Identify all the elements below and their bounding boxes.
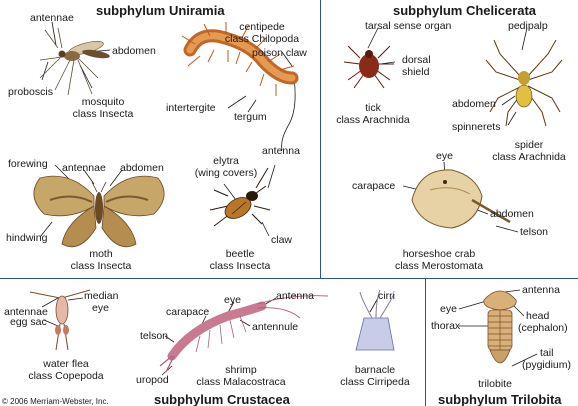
label-hindwing: hindwing bbox=[6, 232, 48, 244]
label-tergum: tergum bbox=[234, 111, 267, 123]
label-tarsal-sense-organ: tarsal sense organ bbox=[365, 20, 452, 32]
heading-uniramia: subphylum Uniramia bbox=[96, 3, 225, 18]
shrimp-illustration bbox=[159, 295, 329, 373]
label-shield: shield bbox=[402, 66, 430, 78]
label-antennae-flea: antennae bbox=[4, 306, 48, 318]
mosquito-illustration bbox=[39, 27, 110, 96]
label-cirri: cirri bbox=[378, 290, 395, 302]
moth-illustration bbox=[33, 175, 165, 248]
label-barnacle-class: class Cirripeda bbox=[340, 376, 410, 388]
label-beetle-name: beetle bbox=[225, 248, 255, 260]
divider-vertical-top bbox=[320, 0, 321, 278]
label-uropod: uropod bbox=[136, 374, 169, 386]
tick-illustration bbox=[343, 45, 394, 89]
label-centipede-name: centipede bbox=[239, 21, 285, 33]
label-intertergite: intertergite bbox=[166, 102, 216, 114]
label-abdomen-moth: abdomen bbox=[120, 162, 164, 174]
heading-trilobita: subphylum Trilobita bbox=[438, 392, 562, 406]
label-abdomen-crab: abdomen bbox=[490, 208, 534, 220]
label-antennae-mosquito: antennae bbox=[30, 12, 74, 24]
label-flea-class: class Copepoda bbox=[28, 370, 104, 382]
label-eye-shrimp: eye bbox=[224, 294, 241, 306]
label-carapace-shrimp: carapace bbox=[166, 306, 210, 318]
label-telson-crab: telson bbox=[520, 226, 549, 238]
label-crab-class: class Merostomata bbox=[394, 260, 484, 272]
label-tail: tail bbox=[540, 347, 554, 359]
divider-horizontal bbox=[0, 278, 578, 279]
label-head: head bbox=[526, 310, 550, 322]
label-spinnerets: spinnerets bbox=[452, 121, 501, 133]
copyright: © 2006 Merriam-Webster, Inc. bbox=[2, 397, 109, 406]
label-moth-name: moth bbox=[89, 248, 113, 260]
heading-chelicerata: subphylum Chelicerata bbox=[393, 3, 537, 18]
water-flea-illustration bbox=[29, 289, 91, 351]
centipede-illustration bbox=[181, 22, 299, 96]
label-tick-class: class Arachnida bbox=[336, 114, 410, 126]
divider-vertical-bottom bbox=[425, 279, 426, 406]
horseshoe-crab-illustration bbox=[411, 169, 511, 229]
label-eye-flea: eye bbox=[92, 302, 109, 314]
label-antenna-shrimp: antenna bbox=[276, 290, 314, 302]
label-eye-trilobite: eye bbox=[440, 303, 457, 315]
label-poison-claw: poison claw bbox=[252, 47, 307, 59]
label-tick-name: tick bbox=[365, 102, 381, 114]
label-moth-class: class Insecta bbox=[70, 260, 132, 272]
label-antennule: antennule bbox=[252, 321, 299, 333]
label-antenna-centipede: antenna bbox=[262, 145, 300, 157]
label-mosquito-class: class Insecta bbox=[72, 108, 134, 120]
label-cephalon: (cephalon) bbox=[518, 322, 568, 334]
barnacle-illustration bbox=[355, 289, 395, 351]
label-beetle-class: class Insecta bbox=[209, 260, 271, 272]
label-proboscis: proboscis bbox=[8, 86, 53, 98]
label-pedipalp: pedipalp bbox=[508, 20, 548, 32]
label-antenna-trilobite: antenna bbox=[522, 284, 560, 296]
label-elytra: elytra bbox=[213, 155, 239, 167]
spider-illustration bbox=[485, 39, 563, 127]
heading-crustacea: subphylum Crustacea bbox=[154, 392, 290, 406]
label-thorax: thorax bbox=[431, 320, 461, 332]
label-barnacle-name: barnacle bbox=[354, 364, 396, 376]
label-crab-name: horseshoe crab bbox=[402, 248, 476, 260]
label-abdomen-mosquito: abdomen bbox=[112, 45, 156, 57]
label-egg-sac: egg sac bbox=[10, 316, 47, 328]
label-dorsal: dorsal bbox=[402, 54, 431, 66]
label-forewing: forewing bbox=[8, 158, 48, 170]
label-shrimp-class: class Malacostraca bbox=[196, 376, 286, 388]
label-spider-name: spider bbox=[514, 139, 544, 151]
label-telson-shrimp: telson bbox=[140, 330, 169, 342]
trilobite-illustration bbox=[483, 290, 517, 364]
label-pygidium: (pygidium) bbox=[522, 359, 572, 371]
label-flea-name: water flea bbox=[43, 358, 89, 370]
label-eye-crab: eye bbox=[436, 150, 453, 162]
label-shrimp-name: shrimp bbox=[225, 364, 257, 376]
label-wing-covers: (wing covers) bbox=[194, 167, 258, 179]
label-antennae-moth: antennae bbox=[62, 162, 106, 174]
label-spider-class: class Arachnida bbox=[492, 151, 566, 163]
beetle-illustration bbox=[209, 167, 271, 227]
label-carapace-crab: carapace bbox=[352, 180, 396, 192]
label-centipede-class: class Chilopoda bbox=[224, 33, 300, 45]
label-trilobite-name: trilobite bbox=[478, 378, 512, 390]
label-abdomen-spider: abdomen bbox=[452, 98, 496, 110]
label-mosquito-name: mosquito bbox=[81, 96, 125, 108]
label-median: median bbox=[84, 290, 119, 302]
label-claw: claw bbox=[271, 234, 293, 246]
